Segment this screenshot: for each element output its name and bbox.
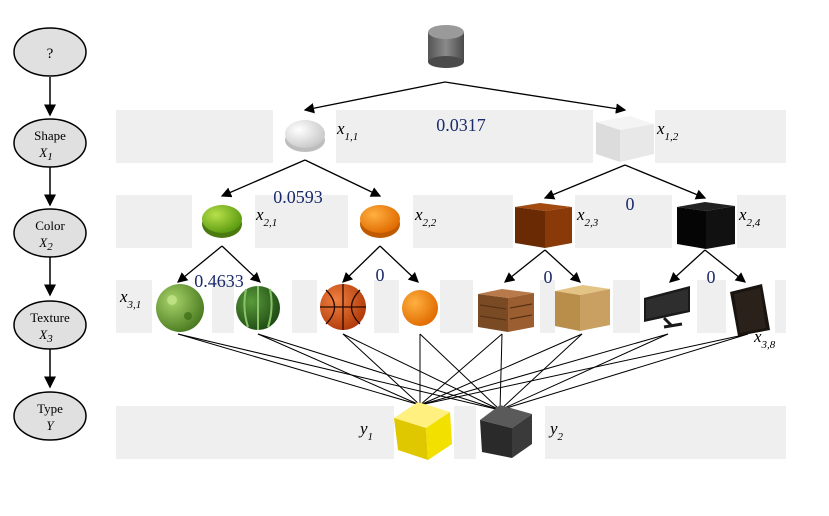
bn-node-color-title: Color bbox=[35, 218, 65, 233]
bn-node-texture bbox=[13, 300, 87, 350]
white-cube-object bbox=[596, 116, 654, 162]
band-tex-1 bbox=[116, 280, 152, 333]
bn-node-type-var: Y bbox=[46, 418, 55, 433]
band-color-3 bbox=[413, 195, 513, 248]
band-shape-left bbox=[116, 110, 273, 163]
yellow-cube-object bbox=[394, 402, 452, 460]
edge-x12-x23 bbox=[543, 164, 626, 200]
label-x24: x2,4 bbox=[738, 205, 761, 229]
prob-color-left: 0.0593 bbox=[273, 187, 323, 207]
prob-color-right: 0 bbox=[626, 194, 635, 214]
label-x31: x3,1 bbox=[119, 287, 141, 311]
edge-x11-x22 bbox=[304, 159, 382, 197]
band-tex-2 bbox=[212, 280, 234, 333]
band-tex-4 bbox=[374, 280, 399, 333]
band-color-5 bbox=[737, 195, 786, 248]
prob-texture-1: 0.4633 bbox=[194, 271, 244, 291]
edge-x11-x21 bbox=[220, 159, 306, 198]
brown-cube-object bbox=[515, 203, 572, 248]
prob-texture-4: 0 bbox=[707, 267, 716, 287]
edge-root-x12 bbox=[444, 81, 627, 114]
black-box-object bbox=[730, 284, 770, 336]
label-x38: x3,8 bbox=[753, 327, 776, 351]
dark-cube-object bbox=[480, 405, 532, 458]
bn-node-color bbox=[13, 208, 87, 258]
bn-node-shape-title: Shape bbox=[34, 128, 66, 143]
edge-x24-x38 bbox=[704, 249, 747, 283]
bn-node-root bbox=[13, 27, 87, 77]
orange-disc-object bbox=[360, 205, 400, 238]
band-color-4 bbox=[575, 195, 672, 248]
label-x21: x2,1 bbox=[255, 205, 277, 229]
melon-object bbox=[156, 284, 204, 332]
cardboard-box-object bbox=[555, 285, 610, 331]
bn-chain: ? Shape X1 Color X2 Texture X3 Type Y bbox=[13, 27, 87, 441]
green-disc-object bbox=[202, 205, 242, 238]
band-tex-9 bbox=[775, 280, 786, 333]
label-x11: x1,1 bbox=[336, 119, 358, 143]
band-color-1 bbox=[116, 195, 192, 248]
bn-node-root-title: ? bbox=[47, 46, 54, 62]
label-y1: y1 bbox=[358, 419, 373, 443]
basketball-object bbox=[320, 284, 366, 330]
bn-node-shape bbox=[13, 118, 87, 168]
type-connections bbox=[177, 333, 749, 411]
edge-x22-x33 bbox=[342, 245, 381, 283]
band-tex-3 bbox=[292, 280, 317, 333]
background-bands bbox=[116, 110, 786, 459]
band-type-mid bbox=[454, 406, 476, 459]
edge-root-x11 bbox=[303, 81, 446, 114]
prob-texture-3: 0 bbox=[544, 267, 553, 287]
band-color-2 bbox=[255, 195, 348, 248]
edge-x12-x24 bbox=[624, 164, 707, 200]
edge-x23-x35 bbox=[503, 249, 546, 283]
label-x23: x2,3 bbox=[576, 205, 599, 229]
label-y2: y2 bbox=[548, 419, 564, 443]
label-x22: x2,2 bbox=[414, 205, 437, 229]
band-tex-8 bbox=[697, 280, 726, 333]
band-tex-6 bbox=[540, 280, 555, 333]
prob-texture-2: 0 bbox=[376, 265, 385, 285]
bn-node-type-title: Type bbox=[37, 401, 63, 416]
edge-x21-x31 bbox=[176, 245, 223, 283]
band-tex-7 bbox=[613, 280, 640, 333]
black-cube-object bbox=[677, 202, 735, 249]
cylinder-object bbox=[428, 25, 464, 68]
band-type-right bbox=[545, 406, 786, 459]
bn-node-texture-title: Texture bbox=[30, 310, 70, 325]
monitor-object bbox=[644, 286, 690, 329]
edge-x23-x36 bbox=[544, 249, 581, 283]
watermelon-object bbox=[236, 286, 280, 330]
prob-shape: 0.0317 bbox=[436, 115, 486, 135]
band-shape-right bbox=[655, 110, 786, 163]
orange-fruit-object bbox=[402, 290, 438, 326]
edge-x24-x37 bbox=[669, 249, 706, 283]
edge-x22-x34 bbox=[379, 245, 419, 283]
band-type-left bbox=[116, 406, 394, 459]
band-shape-mid bbox=[336, 110, 593, 163]
wooden-crate-object bbox=[478, 289, 534, 332]
label-x12: x1,2 bbox=[656, 119, 679, 143]
band-tex-5 bbox=[440, 280, 473, 333]
tree-edges bbox=[176, 81, 747, 283]
bn-node-type bbox=[13, 391, 87, 441]
white-disc-object bbox=[285, 120, 325, 152]
edge-x21-x32 bbox=[221, 245, 261, 283]
